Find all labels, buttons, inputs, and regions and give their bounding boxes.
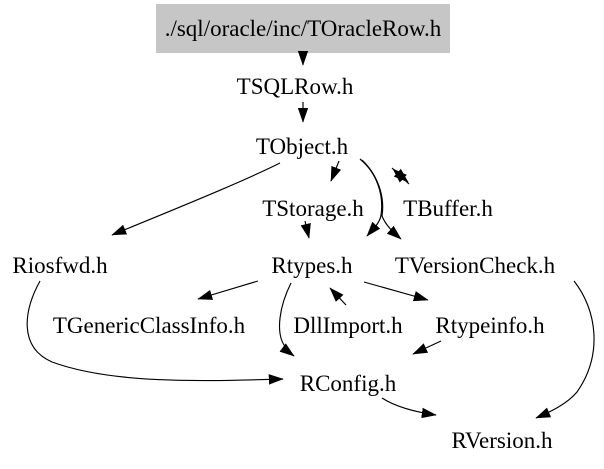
edge-rconfig-rversion xyxy=(381,397,437,419)
edge-rtypes-rconfig xyxy=(279,282,295,357)
edge-rtypeinfo-rconfig xyxy=(412,340,442,355)
node-rtypeinfo[interactable]: Rtypeinfo.h xyxy=(435,313,545,338)
node-riosfwd[interactable]: Riosfwd.h xyxy=(12,253,108,278)
edge-dllimport-rtypes xyxy=(329,287,347,306)
node-tversioncheck[interactable]: TVersionCheck.h xyxy=(395,253,556,278)
node-rversion[interactable]: RVersion.h xyxy=(451,428,553,453)
edge-rtypes-rtypeinfo xyxy=(363,281,429,302)
edge-tversioncheck-rversion xyxy=(535,280,595,419)
node-tbuffer[interactable]: TBuffer.h xyxy=(403,196,493,221)
edge-tbuffer-tobject xyxy=(392,168,410,185)
node-tobject[interactable]: TObject.h xyxy=(256,134,349,159)
node-rconfig[interactable]: RConfig.h xyxy=(300,371,397,396)
edge-rtypes-tgenericclassinfo xyxy=(197,280,259,300)
edge-tobject-tversioncheck xyxy=(361,159,402,240)
node-rtypes[interactable]: Rtypes.h xyxy=(271,253,353,278)
node-group: ./sql/oracle/inc/TOracleRow.h TSQLRow.h … xyxy=(12,16,555,453)
edge-tobject-riosfwd xyxy=(111,162,281,236)
edge-tstorage-rtypes xyxy=(300,220,311,239)
node-tstorage[interactable]: TStorage.h xyxy=(262,196,364,221)
node-tsqlrow[interactable]: TSQLRow.h xyxy=(237,74,354,99)
edge-riosfwd-rconfig xyxy=(26,280,284,385)
highlighted-node-box xyxy=(156,4,450,53)
edge-tobject-tstorage xyxy=(330,160,342,182)
node-toraclerow: ./sql/oracle/inc/TOracleRow.h xyxy=(165,16,442,41)
node-tgenericclassinfo[interactable]: TGenericClassInfo.h xyxy=(53,313,246,338)
node-dllimport[interactable]: DllImport.h xyxy=(293,313,403,338)
edge-group xyxy=(26,50,595,419)
